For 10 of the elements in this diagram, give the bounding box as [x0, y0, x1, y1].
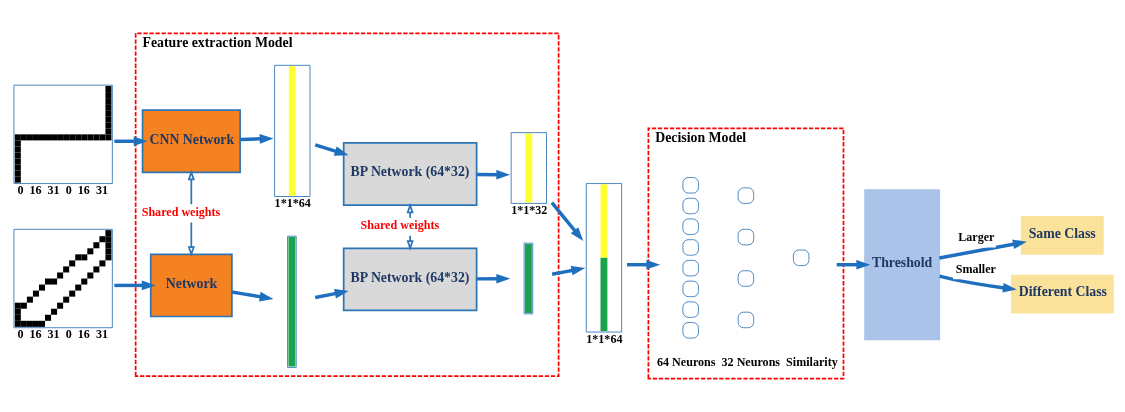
- node-label: 0 16 31 0 16 31: [17, 327, 108, 342]
- node-label: 1*1*32: [511, 202, 548, 217]
- edge-label: Smaller: [955, 262, 996, 277]
- node-label: 64 Neurons 32 Neurons Similarity: [657, 354, 838, 369]
- node-label: 0 16 31 0 16 31: [17, 183, 108, 198]
- edge-label: Shared weights: [360, 218, 440, 233]
- edge-label: Larger: [958, 230, 995, 245]
- edge-label: Shared weights: [141, 205, 221, 220]
- node-label: 1*1*64: [274, 196, 311, 211]
- node-label: 1*1*64: [586, 331, 623, 346]
